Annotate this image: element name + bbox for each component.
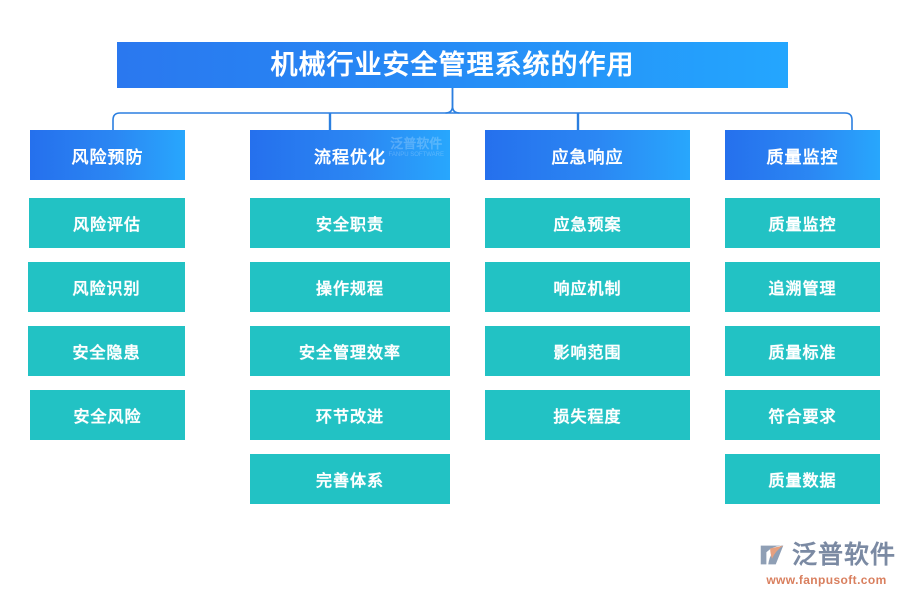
- item-box[interactable]: 损失程度: [485, 390, 690, 440]
- column-header-2[interactable]: 应急响应: [485, 130, 690, 180]
- item-label: 响应机制: [553, 281, 622, 298]
- item-label: 符合要求: [768, 409, 837, 426]
- item-label: 操作规程: [315, 281, 384, 298]
- logo-url: www.fanpusoft.com: [766, 573, 887, 587]
- column-header-label: 质量监控: [766, 147, 839, 167]
- item-label: 安全职责: [315, 217, 384, 234]
- fanpu-logo-icon: [760, 545, 784, 565]
- column-header-label: 应急响应: [551, 147, 624, 167]
- logo-row: 泛普软件: [757, 540, 896, 570]
- item-box[interactable]: 响应机制: [485, 262, 690, 312]
- item-box[interactable]: 影响范围: [485, 326, 690, 376]
- item-box[interactable]: 安全管理效率: [250, 326, 450, 376]
- item-box[interactable]: 安全风险: [30, 390, 185, 440]
- item-label: 追溯管理: [768, 281, 837, 298]
- item-label: 应急预案: [553, 217, 622, 234]
- item-label: 质量监控: [768, 217, 837, 234]
- page-title: 机械行业安全管理系统的作用: [270, 49, 635, 80]
- item-box[interactable]: 追溯管理: [725, 262, 880, 312]
- column-header-1[interactable]: 流程优化 泛普软件 FANPU SOFTWARE: [250, 130, 450, 180]
- watermark-main: 泛普软件: [390, 136, 443, 151]
- item-box[interactable]: 安全隐患: [28, 326, 185, 376]
- column-risk-prevention: 风险预防 风险评估 风险识别 安全隐患 安全风险: [28, 130, 185, 454]
- column-header-label: 流程优化: [314, 147, 386, 167]
- item-label: 影响范围: [553, 345, 622, 362]
- item-label: 风险识别: [72, 281, 141, 298]
- column-header-3[interactable]: 质量监控: [725, 130, 880, 180]
- item-box[interactable]: 质量监控: [725, 198, 880, 248]
- item-label: 环节改进: [315, 409, 384, 426]
- column-header-label: 风险预防: [71, 147, 144, 167]
- item-box[interactable]: 安全职责: [250, 198, 450, 248]
- column-emergency-response: 应急响应 应急预案 响应机制 影响范围 损失程度: [485, 130, 690, 454]
- watermark-sub: FANPU SOFTWARE: [388, 152, 444, 158]
- item-box[interactable]: 风险识别: [28, 262, 185, 312]
- item-box[interactable]: 应急预案: [485, 198, 690, 248]
- column-header-0[interactable]: 风险预防: [30, 130, 185, 180]
- item-label: 安全风险: [73, 409, 142, 426]
- item-label: 安全管理效率: [298, 345, 401, 362]
- diagram-title-bar: 机械行业安全管理系统的作用: [117, 42, 788, 88]
- item-label: 风险评估: [72, 217, 141, 234]
- item-box[interactable]: 质量标准: [725, 326, 880, 376]
- watermark-overlay: 泛普软件 FANPU SOFTWARE: [389, 137, 444, 158]
- item-label: 质量标准: [768, 345, 837, 362]
- item-label: 安全隐患: [72, 345, 141, 362]
- item-box[interactable]: 风险评估: [29, 198, 185, 248]
- item-box[interactable]: 质量数据: [725, 454, 880, 504]
- logo-name: 泛普软件: [792, 540, 897, 569]
- item-label: 完善体系: [315, 473, 384, 490]
- item-box[interactable]: 完善体系: [250, 454, 450, 504]
- item-label: 质量数据: [768, 473, 837, 490]
- column-quality-monitoring: 质量监控 质量监控 追溯管理 质量标准 符合要求 质量数据: [725, 130, 880, 518]
- item-box[interactable]: 环节改进: [250, 390, 450, 440]
- item-label: 损失程度: [553, 409, 622, 426]
- column-process-optimization: 流程优化 泛普软件 FANPU SOFTWARE 安全职责 操作规程 安全管理效…: [250, 130, 450, 518]
- brand-logo: 泛普软件 www.fanpusoft.com: [757, 540, 896, 587]
- item-box[interactable]: 符合要求: [725, 390, 880, 440]
- item-box[interactable]: 操作规程: [250, 262, 450, 312]
